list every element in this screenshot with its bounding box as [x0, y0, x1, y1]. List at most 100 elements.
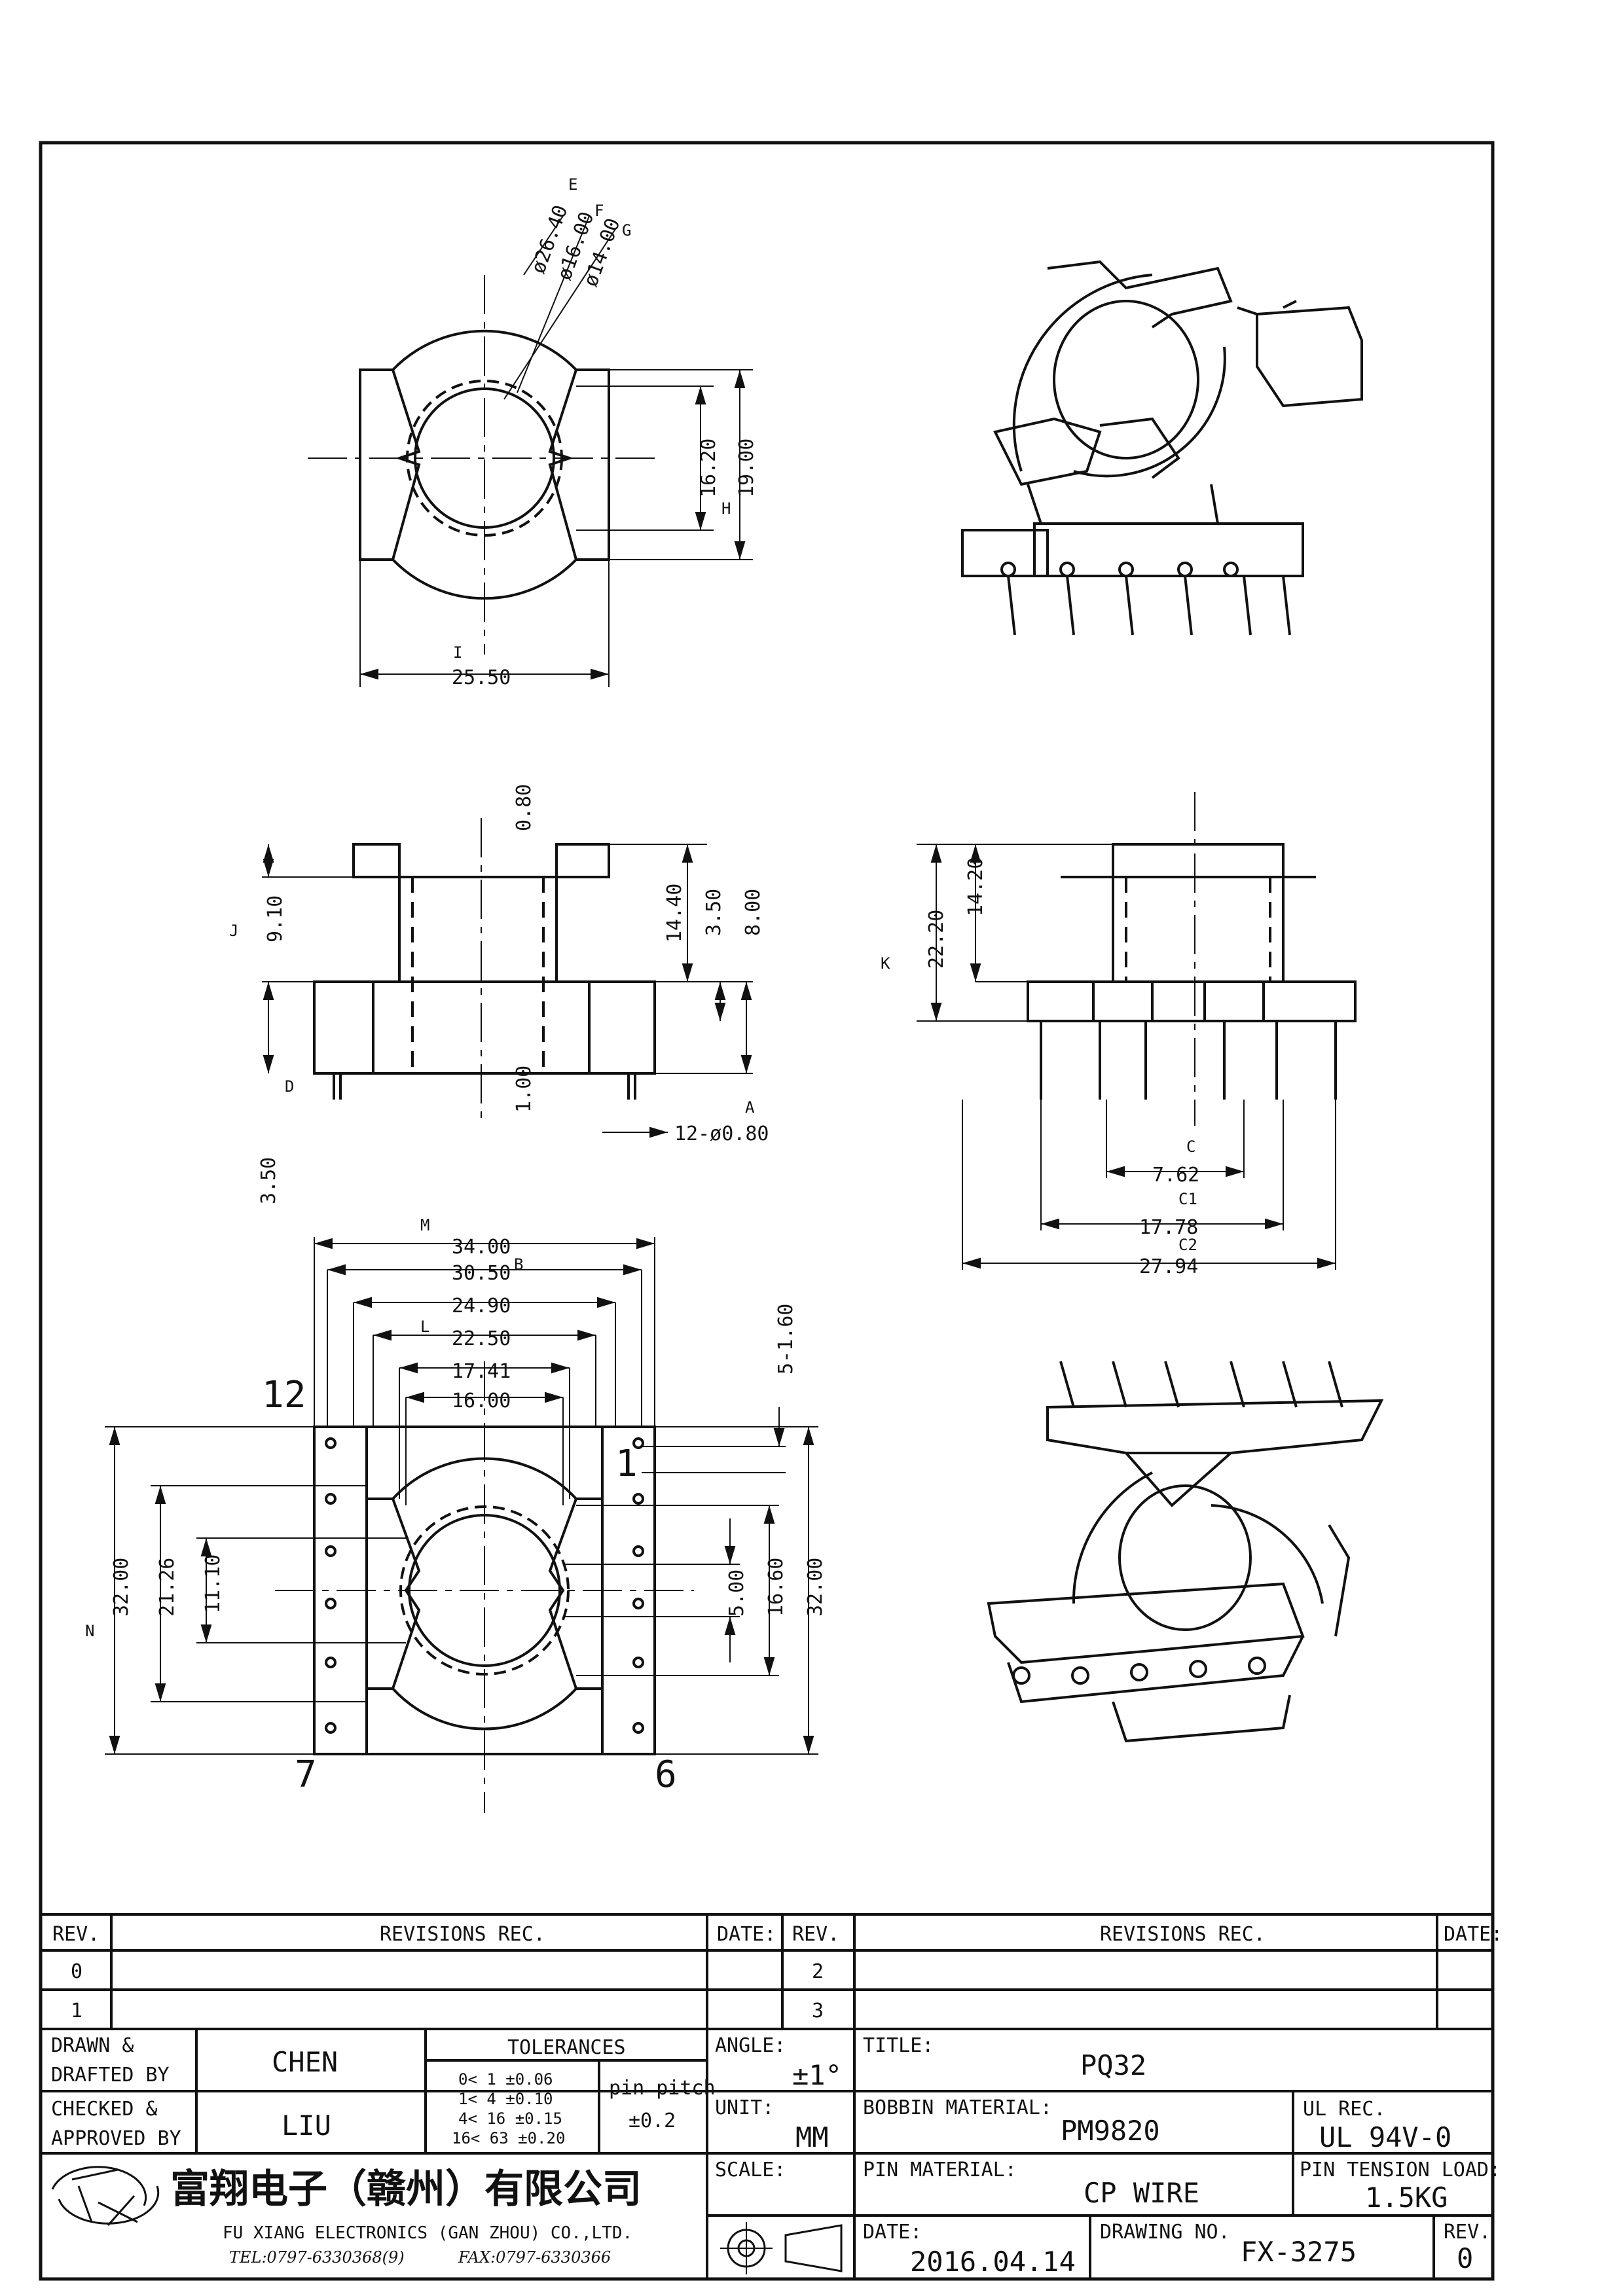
- marker-j: J: [229, 922, 238, 940]
- pin-label-7: 7: [295, 1753, 317, 1796]
- rev-header-left: REV.: [52, 1923, 100, 1946]
- pin-pitch-value: ±0.2: [629, 2109, 676, 2132]
- company-name-en: FU XIANG ELECTRONICS (GAN ZHOU) CO.,LTD.: [223, 2223, 632, 2243]
- title-value: PQ32: [1080, 2049, 1146, 2081]
- drawing-no-label: DRAWING NO.: [1100, 2221, 1230, 2244]
- pin-tension-label: PIN TENSION LOAD:: [1300, 2159, 1501, 2181]
- date-header-right: DATE:: [1444, 1923, 1503, 1946]
- checked-label-2: APPROVED BY: [51, 2127, 181, 2150]
- iso-view-top: [961, 260, 1363, 636]
- side-d7: 3.50: [257, 1157, 280, 1204]
- side-d5: 8.00: [742, 889, 765, 936]
- pin-pitch-label: pin pitch: [609, 2077, 716, 2100]
- marker-g: G: [622, 221, 631, 240]
- pin-tension-value: 1.5KG: [1365, 2181, 1448, 2214]
- iso-view-bottom: [987, 1361, 1384, 1743]
- date-value: 2016.04.14: [910, 2246, 1076, 2278]
- unit-value: MM: [795, 2121, 829, 2153]
- bottom-h6: 32.00: [804, 1558, 827, 1617]
- marker-a: A: [745, 1098, 755, 1117]
- revisions-header-left: REVISIONS REC.: [380, 1923, 545, 1946]
- rev-row-0: 0: [71, 1960, 82, 1983]
- scale-label: SCALE:: [715, 2159, 786, 2181]
- marker-m: M: [420, 1216, 429, 1234]
- drawn-label-2: DRAFTED BY: [51, 2064, 170, 2087]
- rev-row-1: 1: [71, 2000, 82, 2022]
- bottom-w2: 30.50: [452, 1262, 511, 1285]
- rev-row-3: 3: [812, 2000, 824, 2022]
- drawn-by: CHEN: [272, 2046, 338, 2078]
- bottom-w3: 24.90: [452, 1295, 511, 1318]
- marker-i: I: [453, 643, 462, 662]
- marker-f: F: [594, 202, 604, 220]
- date-header-left: DATE:: [717, 1923, 776, 1946]
- side-pins: 12-ø0.80: [674, 1122, 769, 1145]
- bottom-h4: 5.00: [725, 1570, 748, 1617]
- tolerance-row-2: 4< 16 ±0.15: [458, 2109, 562, 2128]
- bottom-w5: 17.41: [452, 1360, 511, 1383]
- tolerance-row-0: 0< 1 ±0.06: [458, 2070, 553, 2089]
- pin-material-label: PIN MATERIAL:: [863, 2159, 1017, 2181]
- side-d6: 1.00: [513, 1066, 536, 1113]
- front-p1: 7.62: [1152, 1164, 1199, 1187]
- pin-label-6: 6: [655, 1753, 677, 1796]
- side-d2: 9.10: [264, 895, 287, 942]
- revisions-header-right: REVISIONS REC.: [1100, 1923, 1266, 1946]
- rev-row-2: 2: [812, 1960, 824, 1983]
- bottom-w6: 16.00: [452, 1390, 511, 1412]
- side-d4: 3.50: [702, 889, 725, 936]
- marker-c1: C1: [1178, 1190, 1197, 1208]
- front-h2: 14.20: [964, 857, 987, 916]
- company-fax: FAX:0797-6330366: [458, 2248, 611, 2267]
- top-view: [308, 215, 753, 687]
- bottom-h3: 11.10: [202, 1554, 225, 1613]
- bottom-h1: 32.00: [110, 1558, 133, 1617]
- marker-d: D: [285, 1077, 294, 1096]
- top-height-2: 19.00: [735, 439, 758, 497]
- bottom-w4: 22.50: [452, 1327, 511, 1350]
- unit-label: UNIT:: [715, 2096, 774, 2119]
- pin-label-12: 12: [262, 1374, 306, 1416]
- tolerance-row-3: 16< 63 ±0.20: [452, 2129, 565, 2147]
- front-view: [917, 792, 1357, 1270]
- marker-h: H: [721, 499, 731, 518]
- marker-k: K: [881, 954, 890, 973]
- pin-material-value: CP WIRE: [1084, 2177, 1199, 2209]
- checked-label-1: CHECKED &: [51, 2098, 158, 2121]
- ul-rec-label: UL REC.: [1303, 2098, 1385, 2121]
- pin-label-1: 1: [615, 1443, 638, 1485]
- marker-e: E: [568, 175, 577, 194]
- sheet-border: [39, 141, 1495, 2281]
- angle-value: ±1°: [792, 2059, 842, 2091]
- marker-c: C: [1186, 1138, 1195, 1156]
- checked-by: LIU: [282, 2109, 331, 2142]
- marker-l: L: [420, 1318, 429, 1336]
- bottom-h2: 21.26: [156, 1558, 179, 1617]
- tolerance-row-1: 1< 4 ±0.10: [458, 2090, 553, 2108]
- side-view: [262, 818, 753, 1138]
- bottom-view: [105, 1237, 818, 1813]
- ul-rec-value: UL 94V-0: [1319, 2121, 1451, 2153]
- marker-n: N: [85, 1622, 94, 1640]
- title-block-frame: [41, 1913, 1493, 2279]
- top-height-1: 16.20: [697, 439, 720, 497]
- company-tel: TEL:0797-6330368(9): [229, 2248, 405, 2267]
- projection-symbol-icon: [720, 2222, 843, 2274]
- angle-label: ANGLE:: [715, 2034, 786, 2057]
- rev-label: REV.: [1444, 2221, 1491, 2244]
- front-h1: 22.20: [925, 910, 948, 969]
- top-width: 25.50: [452, 666, 511, 689]
- bobbin-material-value: PM9820: [1061, 2115, 1160, 2147]
- company-name-cn: 富翔电子（赣州）有限公司: [170, 2166, 642, 2212]
- rev-value: 0: [1457, 2242, 1473, 2274]
- bottom-w1: 34.00: [452, 1236, 511, 1259]
- rev-header-right: REV.: [792, 1923, 839, 1946]
- date-label: DATE:: [863, 2221, 922, 2244]
- side-d1: 0.80: [513, 784, 536, 831]
- marker-b: B: [514, 1255, 523, 1274]
- drawing-no-value: FX-3275: [1241, 2236, 1357, 2268]
- bobbin-material-label: BOBBIN MATERIAL:: [863, 2096, 1052, 2119]
- drawn-label-1: DRAWN &: [51, 2034, 134, 2057]
- company-logo-icon: [51, 2166, 160, 2226]
